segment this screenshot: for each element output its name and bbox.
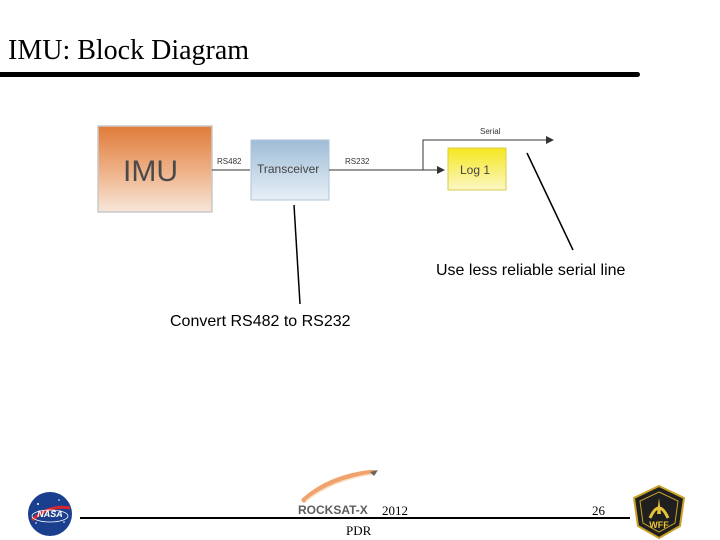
rs232-label: RS232 bbox=[345, 157, 370, 166]
rs482-label: RS482 bbox=[217, 157, 242, 166]
footer-label: PDR bbox=[346, 523, 372, 538]
imu-label: IMU bbox=[123, 155, 178, 188]
rocksat-x-logo-text: ROCKSAT-X bbox=[298, 503, 368, 517]
footer-rule bbox=[80, 517, 630, 519]
convert-callout-line bbox=[293, 204, 301, 305]
log1-label: Log 1 bbox=[460, 163, 490, 177]
page-number: 26 bbox=[592, 503, 605, 518]
nasa-logo: NASA bbox=[28, 492, 72, 536]
wff-logo-text: WFF bbox=[649, 520, 669, 530]
log1-block bbox=[447, 147, 507, 191]
transceiver-label: Transceiver bbox=[257, 162, 319, 176]
serial-label: Serial bbox=[480, 127, 501, 136]
imu-block bbox=[97, 125, 213, 213]
serial-line-note: Use less reliable serial line bbox=[436, 262, 626, 279]
serial-connector bbox=[422, 136, 554, 170]
serial-callout-line bbox=[526, 152, 574, 251]
slide-title: IMU: Block Diagram bbox=[8, 35, 250, 66]
footer-year: 2012 bbox=[382, 503, 408, 518]
wff-logo: WFF bbox=[632, 484, 686, 540]
convert-note: Convert RS482 to RS232 bbox=[170, 313, 351, 330]
transceiver-block bbox=[250, 139, 330, 201]
rocksat-x-logo: ROCKSAT-X bbox=[298, 470, 378, 517]
nasa-logo-text: NASA bbox=[37, 509, 63, 519]
title-underline bbox=[0, 72, 640, 77]
